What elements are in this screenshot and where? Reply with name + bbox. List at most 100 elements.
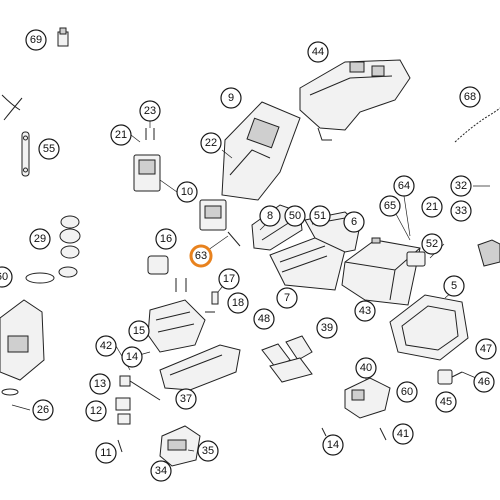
svg-text:26: 26 xyxy=(37,404,49,416)
svg-text:29: 29 xyxy=(34,233,46,245)
part-63-pin xyxy=(227,231,241,247)
part-46-connector xyxy=(437,369,463,385)
svg-text:11: 11 xyxy=(100,447,111,459)
callout-14-left[interactable]: 14 xyxy=(121,346,143,368)
part-69-switch xyxy=(57,27,69,47)
part-17-18-pins xyxy=(175,278,219,313)
part-43-battery xyxy=(341,237,421,306)
svg-text:10: 10 xyxy=(181,186,193,198)
svg-text:45: 45 xyxy=(440,396,452,408)
callout-16[interactable]: 16 xyxy=(155,228,177,250)
svg-text:39: 39 xyxy=(321,322,333,334)
callout-43[interactable]: 43 xyxy=(354,300,376,322)
svg-text:65: 65 xyxy=(384,200,396,212)
svg-text:32: 32 xyxy=(455,180,467,192)
callout-9[interactable]: 9 xyxy=(220,87,242,109)
callout-15[interactable]: 15 xyxy=(128,320,150,342)
svg-text:22: 22 xyxy=(205,137,217,149)
callout-23[interactable]: 23 xyxy=(139,100,161,122)
callout-12[interactable]: 12 xyxy=(85,400,107,422)
callout-40[interactable]: 40 xyxy=(355,357,377,379)
callout-42[interactable]: 42 xyxy=(95,335,117,357)
svg-text:21: 21 xyxy=(426,201,438,213)
callout-64[interactable]: 64 xyxy=(393,175,415,197)
callout-51[interactable]: 51 xyxy=(309,205,331,227)
part-55-bracket xyxy=(21,131,30,177)
callout-32[interactable]: 32 xyxy=(450,175,472,197)
svg-text:18: 18 xyxy=(232,297,244,309)
callout-44[interactable]: 44 xyxy=(307,41,329,63)
svg-text:48: 48 xyxy=(258,313,270,325)
part-23-screws xyxy=(145,128,155,140)
svg-text:64: 64 xyxy=(398,180,410,192)
callout-10[interactable]: 10 xyxy=(176,181,198,203)
svg-text:9: 9 xyxy=(228,92,234,104)
callout-26[interactable]: 26 xyxy=(32,399,54,421)
callout-63[interactable]: 63 xyxy=(189,244,213,268)
part-5-battery-cover xyxy=(389,294,469,361)
callout-60-right[interactable]: 60 xyxy=(396,381,418,403)
part-7-ecu xyxy=(269,235,346,291)
part-9-cover-plate xyxy=(221,101,301,201)
callout-65[interactable]: 65 xyxy=(379,195,401,217)
callout-29[interactable]: 29 xyxy=(29,228,51,250)
callout-35[interactable]: 35 xyxy=(197,440,219,462)
svg-text:41: 41 xyxy=(397,428,409,440)
part-52-relay xyxy=(406,239,500,267)
part-37-lower-tray xyxy=(159,344,241,391)
svg-text:14: 14 xyxy=(126,351,138,363)
callout-69[interactable]: 69 xyxy=(25,29,47,51)
callout-46[interactable]: 46 xyxy=(473,371,495,393)
callout-55[interactable]: 55 xyxy=(38,138,60,160)
svg-text:42: 42 xyxy=(100,340,112,352)
svg-text:33: 33 xyxy=(455,205,467,217)
callout-33[interactable]: 33 xyxy=(450,200,472,222)
svg-text:46: 46 xyxy=(478,376,490,388)
svg-text:50: 50 xyxy=(289,210,301,222)
callout-48[interactable]: 48 xyxy=(253,308,275,330)
svg-text:6: 6 xyxy=(351,216,357,228)
callout-52[interactable]: 52 xyxy=(421,233,443,255)
callout-21-right[interactable]: 21 xyxy=(421,196,443,218)
svg-text:60: 60 xyxy=(0,271,8,283)
callout-14-bottom[interactable]: 14 xyxy=(322,434,344,456)
callout-11[interactable]: 11 xyxy=(95,442,117,464)
callout-47[interactable]: 47 xyxy=(475,338,497,360)
callout-21-top[interactable]: 21 xyxy=(110,124,132,146)
callout-22[interactable]: 22 xyxy=(200,132,222,154)
part-41-bolts xyxy=(321,427,387,441)
callout-8[interactable]: 8 xyxy=(259,205,281,227)
svg-text:40: 40 xyxy=(360,362,372,374)
callout-18[interactable]: 18 xyxy=(227,292,249,314)
part-16-sensor xyxy=(147,255,169,275)
part-29-ignition-lock xyxy=(25,215,81,284)
svg-text:21: 21 xyxy=(115,129,127,141)
callout-6[interactable]: 6 xyxy=(343,211,365,233)
callout-45[interactable]: 45 xyxy=(435,391,457,413)
callout-68[interactable]: 68 xyxy=(459,86,481,108)
callout-34[interactable]: 34 xyxy=(150,460,172,482)
callout-60-left[interactable]: 60 xyxy=(0,266,13,288)
svg-text:5: 5 xyxy=(451,280,457,292)
svg-text:15: 15 xyxy=(133,325,145,337)
part-cable-tie xyxy=(1,94,23,121)
part-left-assembly xyxy=(0,299,45,396)
callout-41[interactable]: 41 xyxy=(392,423,414,445)
callout-50[interactable]: 50 xyxy=(284,205,306,227)
part-34-fuse-box xyxy=(159,425,201,467)
part-68-cable-sleeve xyxy=(454,107,500,143)
callout-37[interactable]: 37 xyxy=(175,388,197,410)
callout-39[interactable]: 39 xyxy=(316,317,338,339)
callout-5[interactable]: 5 xyxy=(443,275,465,297)
svg-text:47: 47 xyxy=(480,343,492,355)
callout-17[interactable]: 17 xyxy=(218,268,240,290)
svg-text:68: 68 xyxy=(464,91,476,103)
part-13-12-11-connectors xyxy=(115,375,161,453)
callout-13[interactable]: 13 xyxy=(89,373,111,395)
svg-text:43: 43 xyxy=(359,305,371,317)
callout-7[interactable]: 7 xyxy=(276,287,298,309)
part-40-relay-block xyxy=(344,377,391,419)
part-39-clips xyxy=(261,335,313,383)
part-15-control-assembly xyxy=(147,299,206,353)
svg-text:44: 44 xyxy=(312,46,324,58)
